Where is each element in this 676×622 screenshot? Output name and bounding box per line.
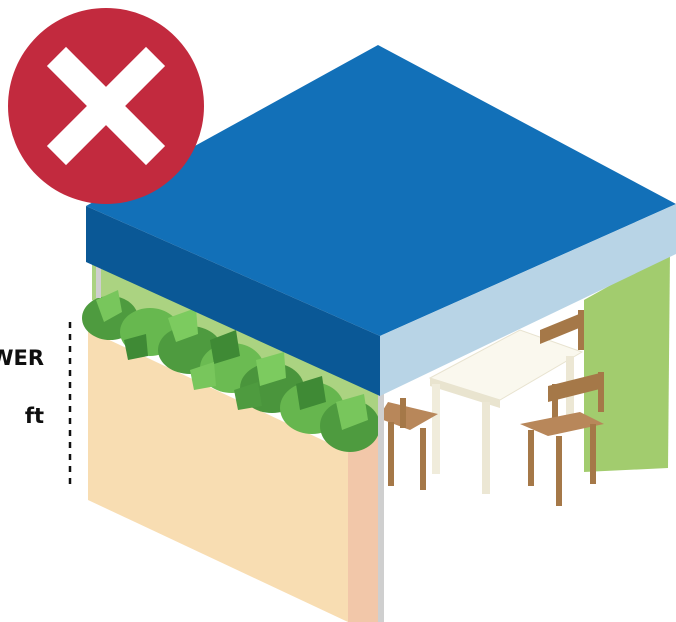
canopy-front-valance	[86, 206, 380, 396]
front-pole	[378, 392, 384, 622]
chair-front-right	[520, 372, 604, 506]
canopy-right-valance	[380, 204, 676, 396]
prohibited-badge	[8, 8, 204, 204]
right-side-wall	[584, 252, 670, 472]
x-mark-icon	[46, 46, 166, 166]
chair-back-right	[540, 310, 584, 350]
left-pole	[96, 258, 101, 298]
foliage	[82, 290, 380, 452]
chair-left	[378, 398, 438, 490]
height-label-line-1: WER	[0, 346, 44, 370]
canopy-top	[86, 45, 676, 336]
height-label-line-2: ft	[24, 404, 44, 428]
canopy	[86, 45, 676, 396]
planter-box	[88, 330, 382, 622]
